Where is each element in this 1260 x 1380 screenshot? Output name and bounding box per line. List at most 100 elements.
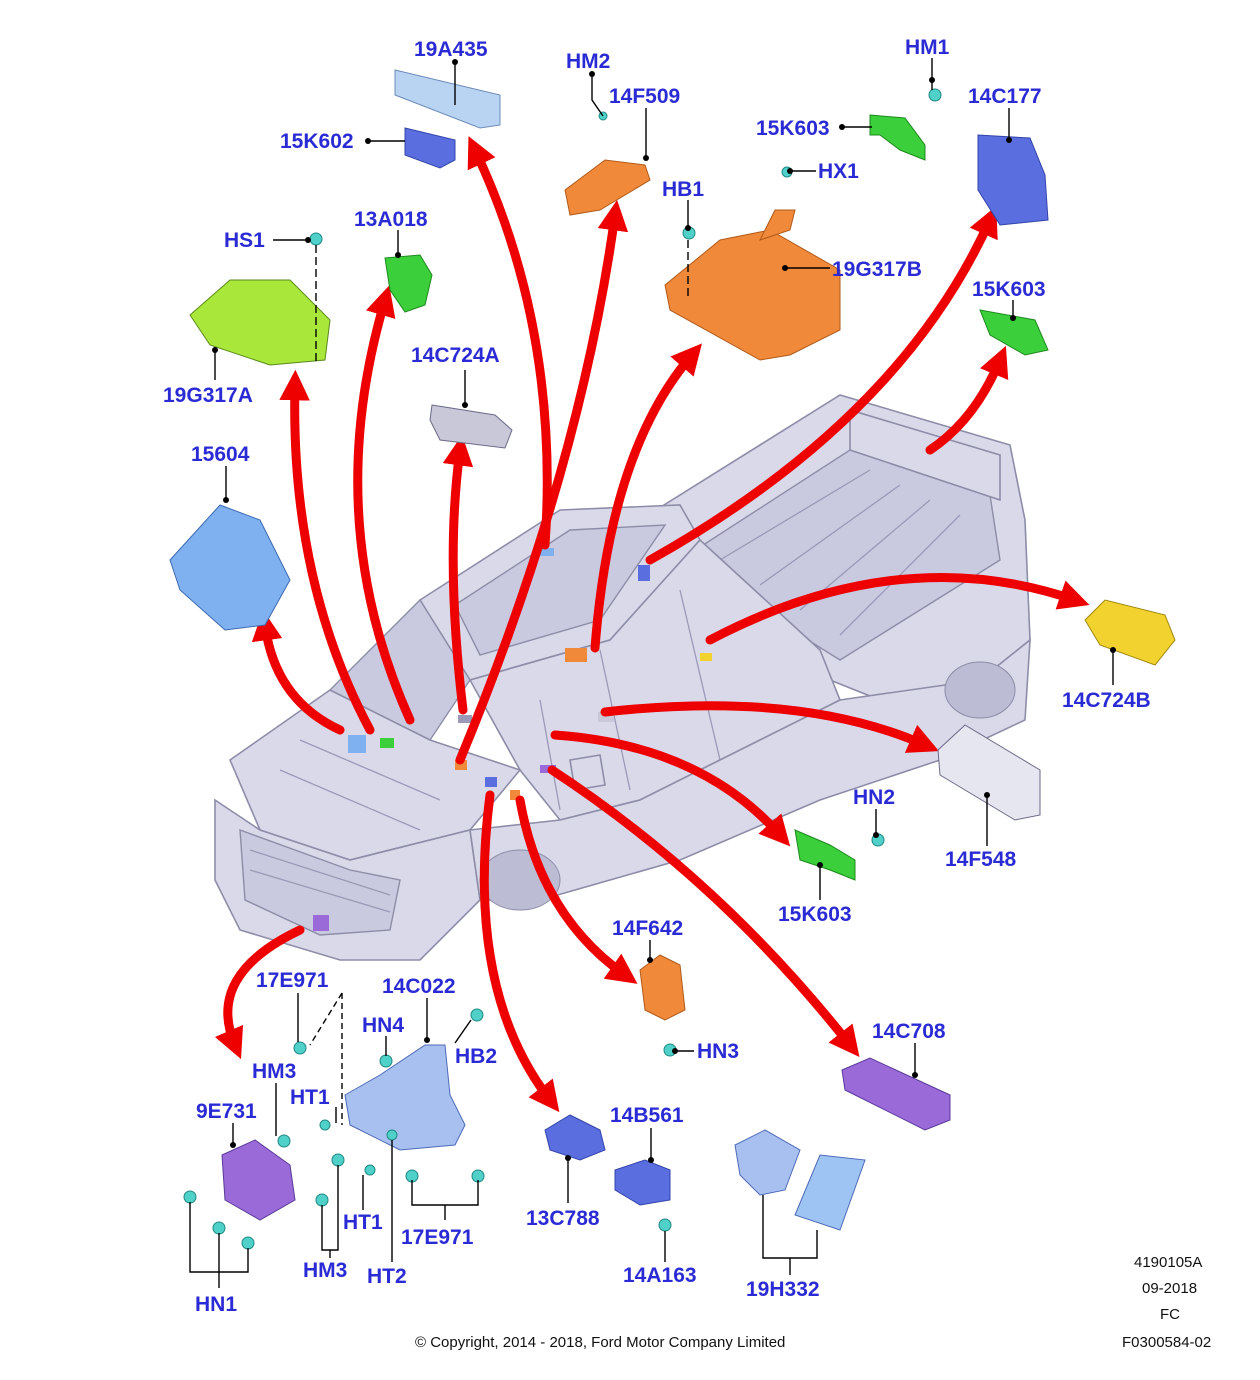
part-15k603-right-icon bbox=[979, 309, 1049, 356]
label-19g317b: 19G317B bbox=[832, 258, 922, 281]
part-14c724a-icon bbox=[429, 404, 513, 449]
part-15k603-top-icon bbox=[869, 114, 926, 161]
label-hb2: HB2 bbox=[455, 1045, 497, 1068]
label-14c724b: 14C724B bbox=[1062, 689, 1151, 712]
label-14c022: 14C022 bbox=[382, 975, 456, 998]
leader-dots bbox=[212, 59, 1116, 1163]
label-hm2: HM2 bbox=[566, 50, 610, 73]
label-14b561: 14B561 bbox=[610, 1104, 684, 1127]
fastener-hm3-left-icon bbox=[277, 1134, 291, 1148]
arrow-9e731 bbox=[214, 925, 305, 1060]
fastener-hn1-c-icon bbox=[241, 1236, 255, 1250]
fastener-hb2-icon bbox=[470, 1008, 484, 1022]
label-hn3: HN3 bbox=[697, 1040, 739, 1063]
part-13c788-icon bbox=[544, 1114, 606, 1161]
label-ht2: HT2 bbox=[367, 1265, 407, 1288]
label-14c724a: 14C724A bbox=[411, 344, 500, 367]
copyright-text: © Copyright, 2014 - 2018, Ford Motor Com… bbox=[415, 1334, 785, 1351]
revision-date: 09-2018 bbox=[1142, 1280, 1197, 1297]
part-14f509-icon bbox=[564, 159, 651, 216]
fastener-hn4-icon bbox=[379, 1054, 393, 1068]
part-15k602-icon bbox=[404, 127, 456, 169]
part-14c708-icon bbox=[841, 1057, 951, 1131]
arrow-15k603-top bbox=[925, 345, 1009, 455]
arrow-15k603-mid bbox=[550, 730, 791, 847]
label-hs1: HS1 bbox=[224, 229, 265, 252]
fastener-hn1-b-icon bbox=[212, 1221, 226, 1235]
label-13a018: 13A018 bbox=[354, 208, 428, 231]
label-17e971-b: 17E971 bbox=[401, 1226, 474, 1249]
arrow-19g317b bbox=[590, 343, 702, 653]
part-9e731-icon bbox=[221, 1139, 296, 1221]
arrow-13a018 bbox=[353, 285, 415, 725]
fastener-hm3-mid-icon bbox=[331, 1153, 345, 1167]
label-14c708: 14C708 bbox=[872, 1020, 946, 1043]
label-hx1: HX1 bbox=[818, 160, 859, 183]
figure-id: F0300584-02 bbox=[1122, 1334, 1211, 1351]
fastener-hm1-icon bbox=[928, 88, 942, 102]
label-9e731: 9E731 bbox=[196, 1100, 257, 1123]
label-13c788: 13C788 bbox=[526, 1207, 600, 1230]
part-19g317a-icon bbox=[189, 279, 331, 366]
label-15k603-a: 15K603 bbox=[756, 117, 830, 140]
part-15604-icon bbox=[169, 504, 291, 631]
label-15k602: 15K602 bbox=[280, 130, 354, 153]
arrow-14c724b bbox=[705, 573, 1090, 645]
part-14c022-icon bbox=[344, 1044, 466, 1151]
label-19h332: 19H332 bbox=[746, 1278, 820, 1301]
part-19h332-module-icon bbox=[794, 1154, 866, 1231]
label-hn1: HN1 bbox=[195, 1293, 237, 1316]
label-hb1: HB1 bbox=[662, 178, 704, 201]
part-14f548-icon bbox=[937, 724, 1041, 821]
arrow-14c708 bbox=[547, 765, 860, 1058]
leader-lines bbox=[189, 58, 1114, 1288]
label-15604: 15604 bbox=[191, 443, 250, 466]
label-14f548: 14F548 bbox=[945, 848, 1017, 871]
reference-number: 4190105A bbox=[1134, 1254, 1202, 1271]
callout-labels: 19A435 15K602 HM2 14F509 HM1 14C177 15K6… bbox=[163, 36, 1151, 1316]
footer: © Copyright, 2014 - 2018, Ford Motor Com… bbox=[415, 1254, 1211, 1351]
label-hm3-b: HM3 bbox=[303, 1259, 347, 1282]
part-19g317b-icon bbox=[664, 229, 841, 361]
label-14c177: 14C177 bbox=[968, 85, 1042, 108]
module-parts bbox=[169, 69, 1176, 1231]
fastener-hs1-icon bbox=[309, 232, 323, 246]
label-19g317a: 19G317A bbox=[163, 384, 253, 407]
market-code: FC bbox=[1160, 1306, 1180, 1323]
label-hn4: HN4 bbox=[362, 1014, 404, 1037]
label-14f642: 14F642 bbox=[612, 917, 683, 940]
part-15k603-mid-icon bbox=[794, 829, 856, 881]
part-13a018-icon bbox=[384, 254, 433, 313]
label-14f509: 14F509 bbox=[609, 85, 680, 108]
label-ht1-b: HT1 bbox=[343, 1211, 383, 1234]
fastener-14a163-icon bbox=[658, 1218, 672, 1232]
part-19h332-bracket-icon bbox=[734, 1129, 801, 1196]
arrow-19g317a bbox=[279, 369, 375, 735]
label-19a435: 19A435 bbox=[414, 38, 488, 61]
label-15k603-c: 15K603 bbox=[778, 903, 852, 926]
fastener-17e971-top-icon bbox=[293, 1041, 307, 1055]
arrow-15604 bbox=[251, 609, 345, 735]
label-hm3-a: HM3 bbox=[252, 1060, 296, 1083]
part-14c177-icon bbox=[977, 134, 1049, 226]
fastener-hn1-a-icon bbox=[183, 1190, 197, 1204]
part-19a435-icon bbox=[394, 69, 501, 129]
arrow-19a435 bbox=[467, 136, 552, 550]
fastener-ht1-left-icon bbox=[319, 1119, 331, 1131]
fastener-ht1-bottom-icon bbox=[364, 1164, 376, 1176]
fastener-hm3-bottom-icon bbox=[315, 1193, 329, 1207]
arrow-13c788 bbox=[479, 790, 560, 1113]
location-arrows bbox=[214, 136, 1090, 1113]
label-hn2: HN2 bbox=[853, 786, 895, 809]
label-15k603-b: 15K603 bbox=[972, 278, 1046, 301]
part-14b561-icon bbox=[614, 1159, 671, 1206]
label-hm1: HM1 bbox=[905, 36, 950, 59]
label-14a163: 14A163 bbox=[623, 1264, 697, 1287]
label-ht1-a: HT1 bbox=[290, 1086, 330, 1109]
arrow-14f548 bbox=[600, 701, 940, 753]
arrow-14c724a bbox=[442, 434, 474, 715]
arrow-14c177 bbox=[645, 206, 998, 565]
part-14c724b-icon bbox=[1084, 599, 1176, 666]
part-14f642-icon bbox=[639, 954, 686, 1021]
